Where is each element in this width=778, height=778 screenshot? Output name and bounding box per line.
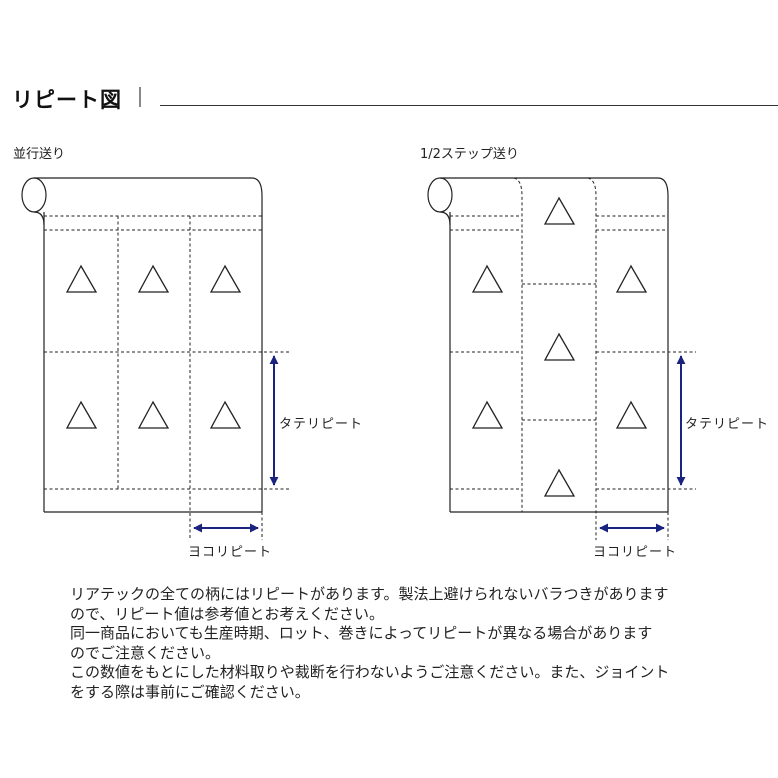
roll-end-ellipse xyxy=(427,177,453,213)
triangle-icon xyxy=(471,400,504,429)
notice-line: のでご注意ください。 xyxy=(70,643,221,662)
diagram-parallel-triangles xyxy=(65,264,242,429)
roll-end-ellipse xyxy=(21,177,47,213)
section-header: リピート図 xyxy=(12,84,778,114)
diagram-half-step xyxy=(427,177,669,513)
roll-curl xyxy=(439,211,451,226)
diagram-parallel-grid xyxy=(44,215,290,540)
caption-half-step: 1/2ステップ送り xyxy=(420,147,519,162)
title-rule xyxy=(160,105,778,106)
triangle-icon xyxy=(137,264,170,293)
triangle-icon xyxy=(65,400,98,429)
roll-curl xyxy=(33,211,45,226)
label-horizontal-repeat: ヨコリピート xyxy=(188,545,273,560)
triangle-icon xyxy=(543,196,576,225)
label-horizontal-repeat: ヨコリピート xyxy=(593,545,678,560)
triangle-icon xyxy=(615,264,648,293)
notice-line: 同一商品においても生産時期、ロット、巻きによってリピートが異なる場合があります xyxy=(70,624,653,642)
label-vertical-repeat: タテリピート xyxy=(279,417,364,432)
roll-top-edge xyxy=(34,177,263,512)
triangle-icon xyxy=(209,264,242,293)
title-separator xyxy=(139,87,141,107)
diagram-half-step-grid xyxy=(450,177,696,540)
notice-line: この数値をもとにした材料取りや裁断を行わないようご注意ください。また、ジョイント xyxy=(70,663,670,681)
notice-line: ので、リピート値は参考値とお考えください。 xyxy=(70,604,384,623)
triangle-icon xyxy=(615,400,648,429)
diagram-parallel-arrows xyxy=(193,355,279,533)
triangle-icon xyxy=(65,264,98,293)
triangle-icon xyxy=(543,332,576,361)
repeat-diagrams xyxy=(21,177,696,540)
triangle-icon xyxy=(543,468,576,497)
diagram-parallel xyxy=(21,177,263,513)
notice-line: リアテックの全ての柄にはリピートがあります。製法上避けられないバラつきがあります xyxy=(70,585,669,603)
diagram-half-step-triangles xyxy=(471,196,648,497)
page-title: リピート図 xyxy=(12,88,122,112)
triangle-icon xyxy=(209,400,242,429)
caption-parallel: 並行送り xyxy=(13,147,66,162)
diagram-half-step-arrows xyxy=(599,355,686,533)
triangle-icon xyxy=(471,264,504,293)
notice-text: リアテックの全ての柄にはリピートがあります。製法上避けられないバラつきがあります… xyxy=(70,585,760,702)
notice-line: をする際は事前にご確認ください。 xyxy=(70,682,310,701)
triangle-icon xyxy=(137,400,170,429)
label-vertical-repeat: タテリピート xyxy=(685,417,770,432)
roll-top-edge xyxy=(440,177,669,512)
